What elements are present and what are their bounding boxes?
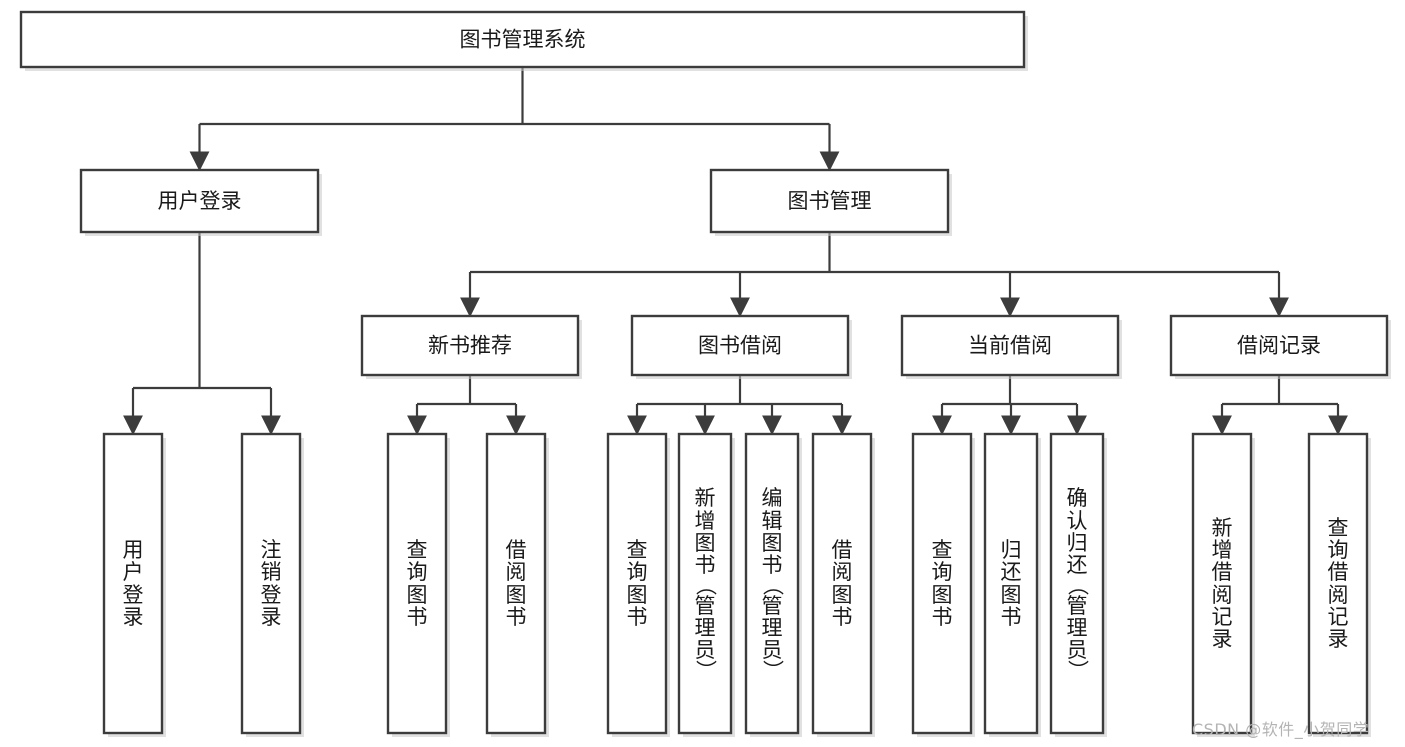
node-user-login-label: 用户登录 (158, 189, 242, 213)
node-user-login[interactable] (79, 168, 320, 234)
node-leaf-query-borrow-record[interactable] (1307, 432, 1369, 735)
node-borrow-record[interactable] (1169, 314, 1389, 377)
node-leaf-add-borrow-record[interactable] (1191, 432, 1253, 735)
node-leaf-user-logout[interactable] (240, 432, 302, 735)
node-new-book-recommend[interactable] (360, 314, 580, 377)
edges-layer (123, 67, 1348, 436)
node-leaf-edit-book-admin[interactable] (744, 432, 800, 735)
csdn-watermark: CSDN @软件_小贺同学 (1192, 720, 1370, 739)
node-root[interactable] (19, 10, 1026, 69)
node-leaf-query-book-borrow[interactable] (606, 432, 668, 735)
node-root-label: 图书管理系统 (460, 28, 586, 52)
node-current-borrow[interactable] (900, 314, 1120, 377)
node-leaf-confirm-return-admin[interactable] (1049, 432, 1105, 735)
node-book-manage-label: 图书管理 (788, 189, 872, 213)
node-book-borrow-label: 图书借阅 (698, 334, 782, 358)
node-current-borrow-label: 当前借阅 (968, 334, 1052, 358)
node-book-manage[interactable] (709, 168, 950, 234)
node-leaf-query-book-cur[interactable] (911, 432, 973, 735)
node-borrow-record-label: 借阅记录 (1237, 334, 1321, 358)
node-leaf-borrow-book[interactable] (811, 432, 873, 735)
node-leaf-query-book-rec[interactable] (386, 432, 448, 735)
node-leaf-add-book-admin[interactable] (677, 432, 733, 735)
node-leaf-user-login[interactable] (102, 432, 164, 735)
node-new-book-recommend-label: 新书推荐 (428, 334, 512, 358)
node-leaf-return-book[interactable] (983, 432, 1039, 735)
node-book-borrow[interactable] (630, 314, 850, 377)
node-leaf-borrow-book-rec[interactable] (485, 432, 547, 735)
